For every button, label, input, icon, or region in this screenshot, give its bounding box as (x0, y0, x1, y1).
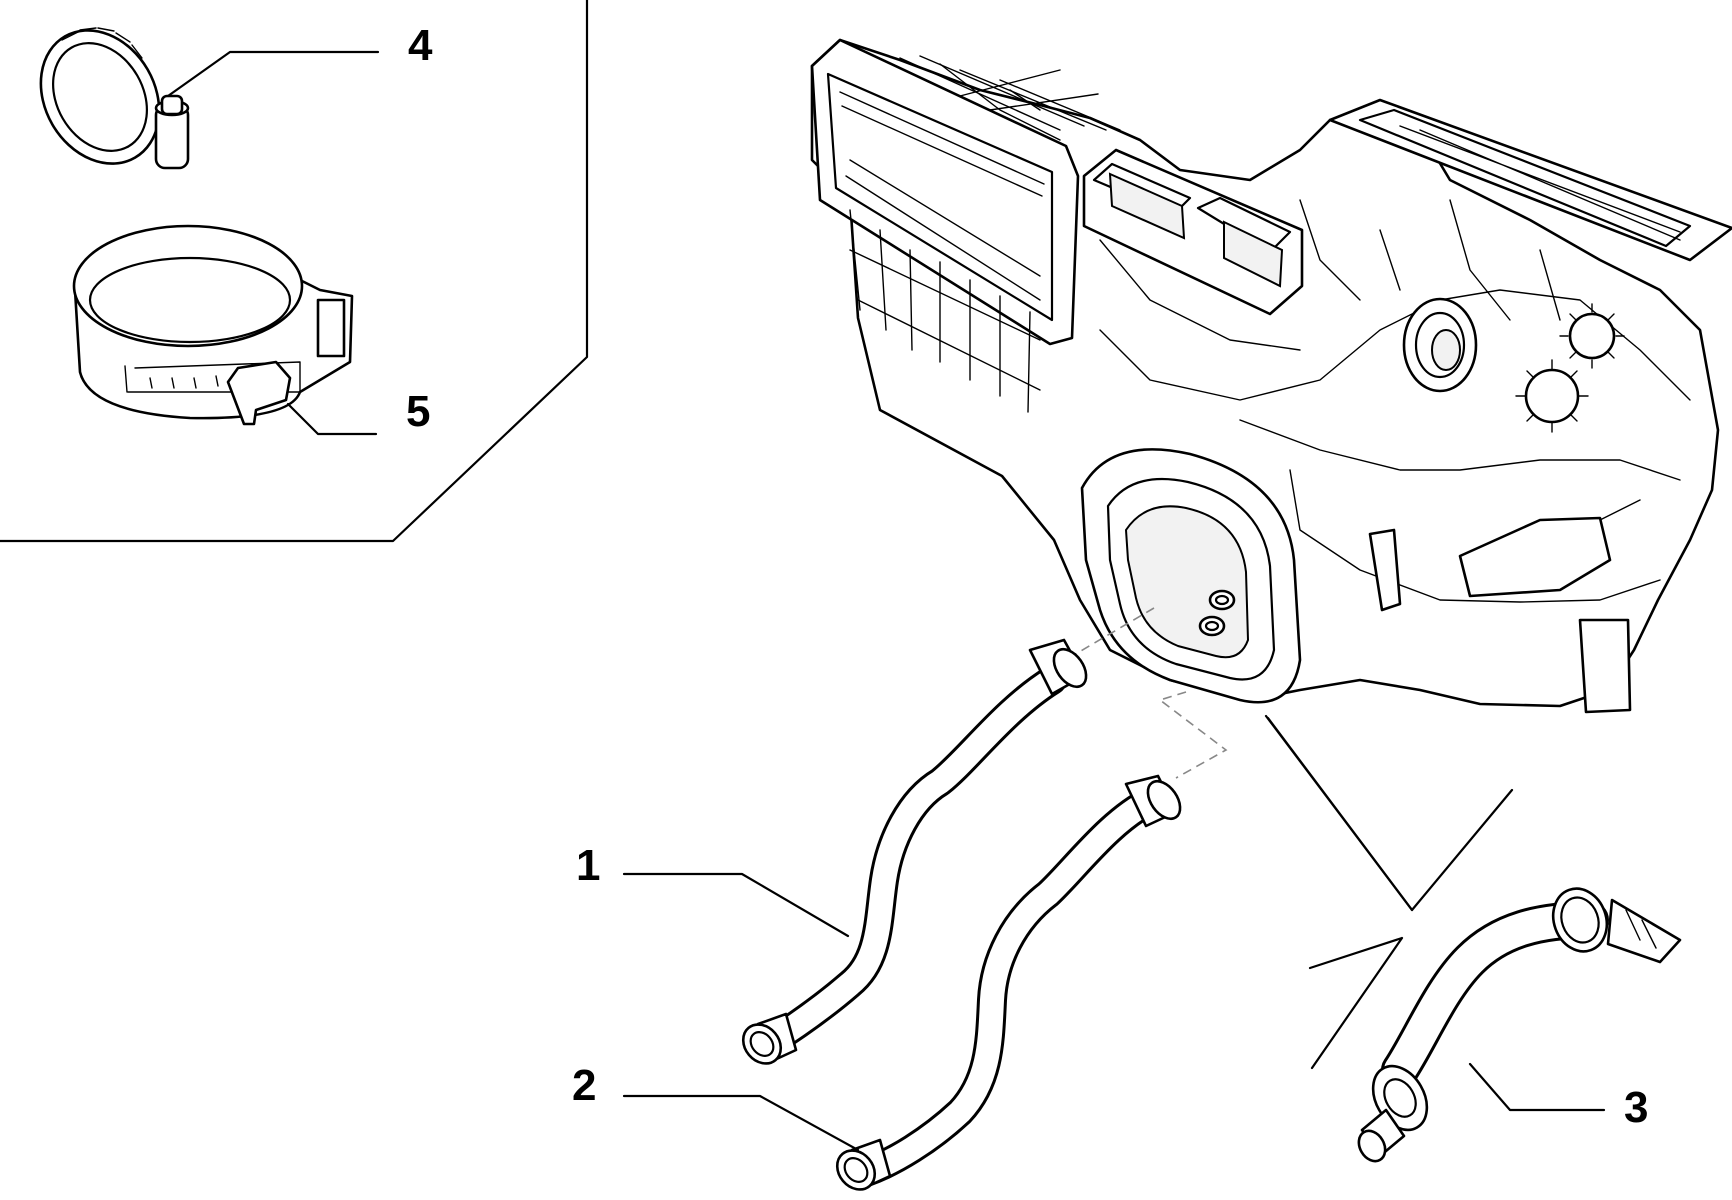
part-1-pipe (741, 638, 1088, 1065)
part-4-hose-clamp (39, 27, 190, 170)
inset-frame (0, 0, 589, 543)
detail-bracket-line (1266, 716, 1414, 912)
heater-housing-assembly (810, 38, 1732, 714)
part-3-drain-valve (1357, 887, 1682, 1163)
leader-2 (622, 1094, 860, 1152)
callout-3: 3 (1624, 1083, 1648, 1132)
detail-bracket (1264, 714, 1514, 1070)
guide-dashed-2 (1158, 691, 1228, 779)
callout-4: 4 (408, 21, 433, 70)
guide-dashed-1 (1061, 607, 1155, 663)
callout-5: 5 (406, 387, 430, 436)
gear-icon (1515, 303, 1625, 433)
leader-1 (622, 872, 850, 938)
leader-5 (286, 402, 378, 436)
callout-2: 2 (572, 1061, 596, 1110)
leader-4 (166, 50, 380, 98)
part-5-plastic-clamp (72, 224, 354, 426)
callout-1: 1 (576, 841, 600, 890)
part-2-pipe (835, 774, 1182, 1191)
leader-3 (1468, 1062, 1606, 1112)
